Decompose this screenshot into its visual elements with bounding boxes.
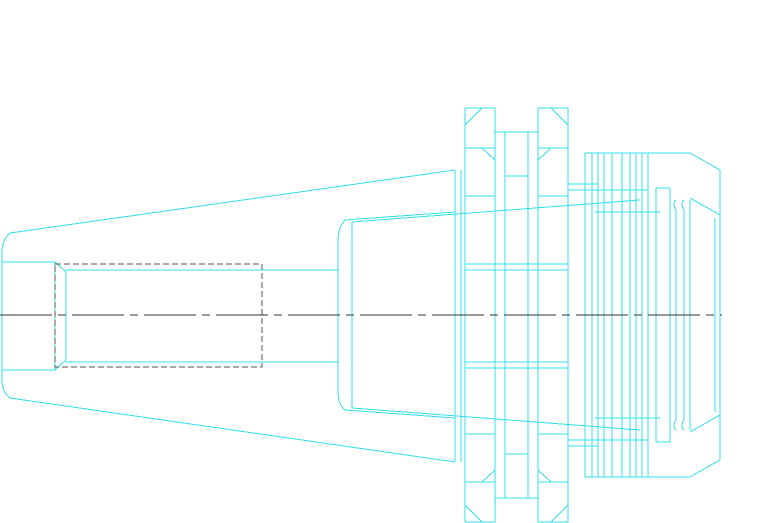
flange-v-1 bbox=[464, 107, 483, 126]
hidden-bore bbox=[54, 263, 263, 368]
flange-v-2 bbox=[481, 147, 496, 161]
flange-v-4 bbox=[481, 469, 496, 483]
flange-v-3 bbox=[464, 504, 483, 523]
nut-face-chamfer-bottom bbox=[689, 414, 721, 433]
nut-chamfer-top bbox=[689, 152, 721, 171]
flange-right-v-2 bbox=[537, 147, 552, 161]
flange-right-v-4 bbox=[537, 469, 552, 483]
taper-lower-edge bbox=[9, 397, 456, 463]
nut-face-chamfer-top bbox=[689, 197, 721, 216]
inner-taper-mouth bbox=[337, 219, 346, 411]
inner-taper-lower bbox=[344, 409, 456, 419]
inner-taper-upper bbox=[344, 211, 456, 221]
bore-chamfer-lower bbox=[54, 359, 67, 371]
flange-right-v-1 bbox=[550, 107, 569, 126]
taper-nose bbox=[1, 232, 11, 399]
flange-right-v-3 bbox=[550, 504, 569, 523]
nut-chamfer-bottom bbox=[689, 459, 721, 478]
taper-upper-edge bbox=[9, 169, 456, 234]
